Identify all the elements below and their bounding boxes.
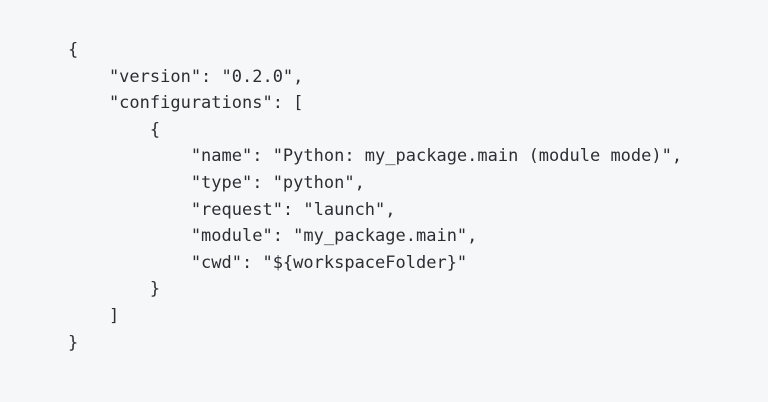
code-line: "version": "0.2.0", <box>68 66 304 87</box>
code-line: } <box>68 279 161 300</box>
code-line: "request": "launch", <box>68 199 396 220</box>
code-content: { "version": "0.2.0", "configurations": … <box>68 37 682 356</box>
code-line: "type": "python", <box>68 172 365 193</box>
code-line: } <box>68 332 79 353</box>
code-line: { <box>68 119 161 140</box>
code-line: ] <box>68 305 120 326</box>
code-line: "cwd": "${workspaceFolder}" <box>68 252 468 273</box>
code-line: "module": "my_package.main", <box>68 226 478 247</box>
code-line: "configurations": [ <box>68 93 304 114</box>
code-line: { <box>68 40 79 60</box>
code-line: "name": "Python: my_package.main (module… <box>68 146 683 167</box>
